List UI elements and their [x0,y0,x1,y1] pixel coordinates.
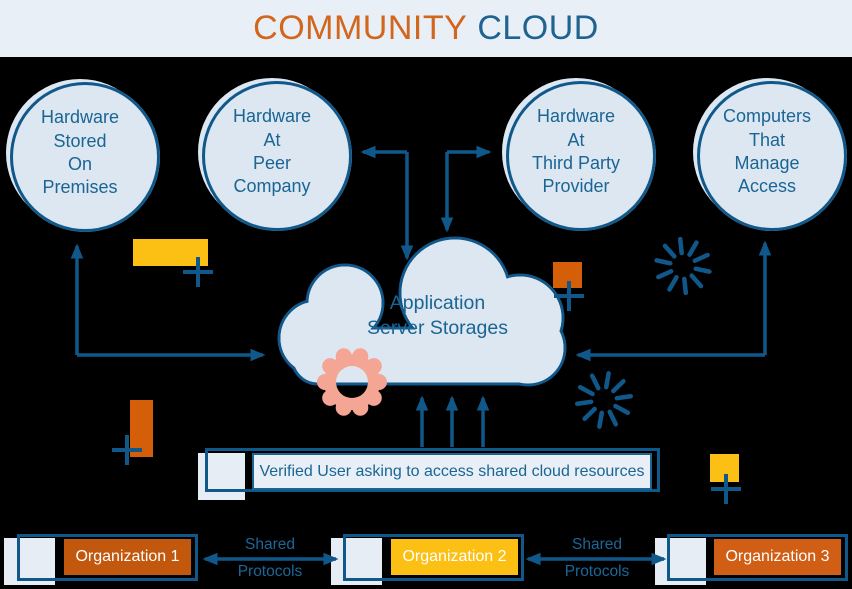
page-title-cloud: CLOUD [477,9,599,47]
shared-protocols-1-top: Shared [245,536,295,553]
org1-box: Organization 1 [64,539,191,575]
verified-box-outline [205,448,660,492]
org2-outline [343,534,524,581]
page-title-community: COMMUNITY [253,9,468,47]
org2-square [331,538,382,585]
title-bar: COMMUNITY CLOUD [0,0,852,57]
verified-box-label: Verified User asking to access shared cl… [259,462,645,480]
org1-outline [17,534,198,581]
verified-box: Verified User asking to access shared cl… [252,453,652,490]
cloud-label: Application Server Storages [367,292,508,340]
shared-protocols-2-top: Shared [572,536,622,553]
shared-protocols-1-bottom: Protocols [237,563,303,580]
org1-square [4,538,55,585]
org2-box: Organization 2 [391,539,518,575]
circle-hardware-premises: Hardware Stored On Premises [6,79,154,227]
org2-label: Organization 2 [402,548,507,565]
org1-label: Organization 1 [75,548,180,565]
org3-label: Organization 3 [725,548,830,565]
circle-hardware-peer: Hardware At Peer Company [198,78,346,226]
gear-icon [317,348,387,416]
shared-protocols-2-bottom: Protocols [564,563,630,580]
org3-outline [667,534,848,581]
decor-yellow-rect [133,239,208,266]
starburst-icon [651,235,715,297]
decor-orange-tall-rect [130,400,153,457]
circle-computers-manage: Computers That Manage Access [693,78,841,226]
starburst-icon [574,371,635,429]
org3-box: Organization 3 [714,539,841,575]
cloud-shape [277,236,567,387]
circle-hardware-thirdparty: Hardware At Third Party Provider [502,78,650,226]
